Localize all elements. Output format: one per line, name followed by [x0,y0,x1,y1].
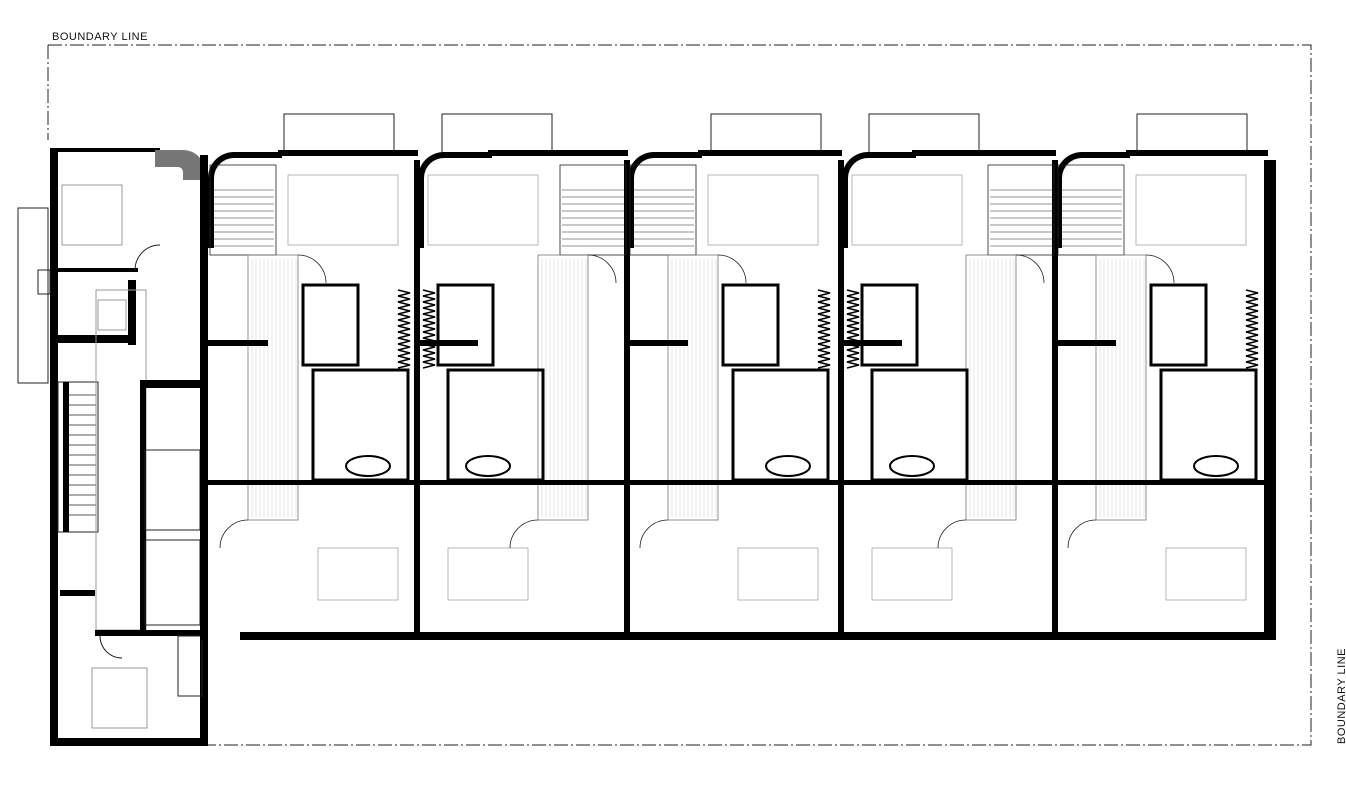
unit-5 [1056,150,1270,640]
unit-3 [628,150,844,640]
site-boundary-line [47,44,1312,746]
terrace-units [208,150,1270,640]
main-walls [200,155,1276,640]
unit-2 [418,150,630,640]
unit-4 [842,150,1058,640]
end-unit-left [17,148,208,746]
unit-1 [208,150,420,640]
boundary-line-label-top: BOUNDARY LINE [52,31,148,43]
balconies [283,113,1248,155]
